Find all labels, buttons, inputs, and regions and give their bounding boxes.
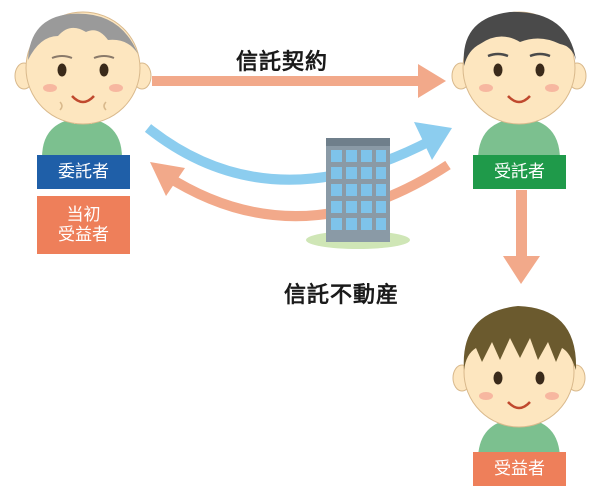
settlor-figure [14, 11, 152, 158]
settlor-label: 委託者 [58, 162, 109, 182]
trustee-label: 受託者 [494, 162, 545, 182]
benefit-arrow [503, 190, 540, 284]
trust-contract-label: 信託契約 [236, 50, 329, 75]
settlor-badge-bg [37, 155, 130, 189]
trust-property-label: 信託不動産 [284, 283, 400, 308]
beneficiary-badge-bg [473, 452, 566, 486]
initial-beneficiary-badge-bg [37, 196, 130, 254]
beneficiary-badge: 受益者 [473, 452, 566, 486]
building-icon [306, 138, 410, 249]
return-arrow-salmon [150, 160, 451, 221]
trustee-badge-bg [473, 155, 566, 189]
initial-beneficiary-label-line1: 当初 [66, 205, 101, 225]
beneficiary-figure [452, 306, 586, 460]
beneficiary-label: 受益者 [494, 459, 545, 479]
transfer-arrow-blue [144, 122, 452, 185]
settlor-badge: 委託者 [37, 155, 130, 189]
initial-beneficiary-badge: 当初 受益者 [37, 196, 130, 254]
trustee-badge: 受託者 [473, 155, 566, 189]
trustee-figure [451, 11, 587, 160]
trust-contract-arrow [152, 64, 446, 98]
initial-beneficiary-label-line2: 受益者 [58, 225, 109, 245]
